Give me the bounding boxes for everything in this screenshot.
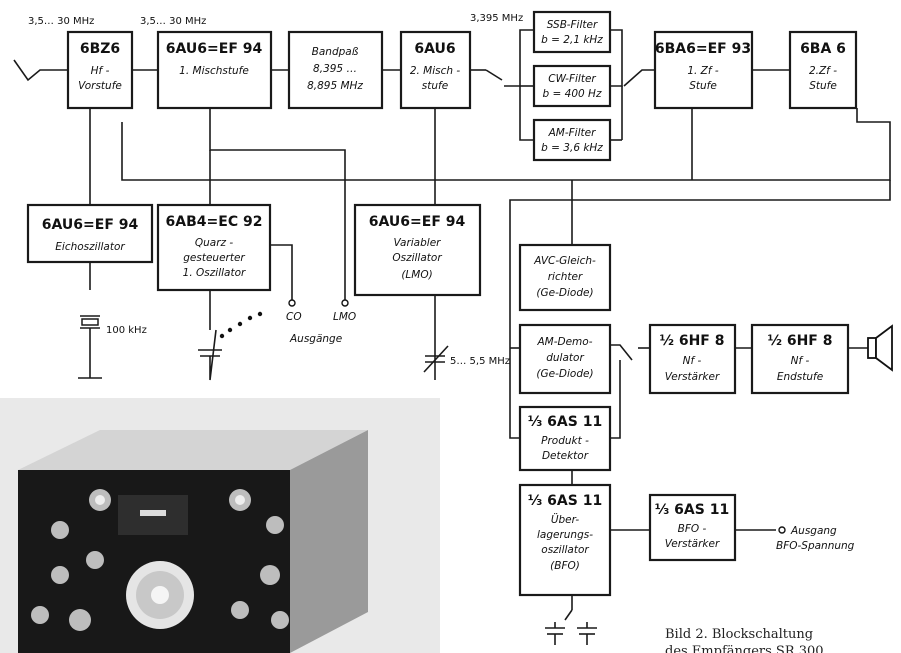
receiver-photo xyxy=(0,398,440,653)
svg-text:gesteuerter: gesteuerter xyxy=(183,252,245,264)
svg-text:b = 3,6 kHz: b = 3,6 kHz xyxy=(541,142,603,154)
bfo-output-label-2: BFO-Spannung xyxy=(776,540,855,552)
svg-text:BFO -: BFO - xyxy=(678,523,707,535)
lmo-output-label: LMO xyxy=(333,311,356,323)
block-product-det: ⅓ 6AS 11 Produkt - Detektor xyxy=(520,407,610,470)
block-bfo: ⅓ 6AS 11 Über- lagerungs- oszillator (BF… xyxy=(520,485,610,595)
svg-text:b = 2,1 kHz: b = 2,1 kHz xyxy=(541,34,603,46)
svg-text:1. Oszillator: 1. Oszillator xyxy=(183,267,246,279)
svg-text:Produkt -: Produkt - xyxy=(541,435,589,447)
svg-text:Endstufe: Endstufe xyxy=(777,371,823,383)
block-ssb-filter: SSB-Filter b = 2,1 kHz xyxy=(534,12,610,52)
block-crystal-osc: 6AB4=EC 92 Quarz - gesteuerter 1. Oszill… xyxy=(158,205,270,290)
svg-text:Verstärker: Verstärker xyxy=(665,538,720,550)
crystal-100k-label: 100 kHz xyxy=(106,325,147,336)
lmo-range-label: 5… 5,5 MHz xyxy=(450,356,510,367)
svg-text:6BA6=EF 93: 6BA6=EF 93 xyxy=(655,41,751,57)
block-bandpass: Bandpaß 8,395 … 8,895 MHz xyxy=(289,32,382,108)
svg-text:1. Mischstufe: 1. Mischstufe xyxy=(179,65,249,77)
block-mixer1: 6AU6=EF 94 1. Mischstufe xyxy=(158,32,271,108)
co-output-label: CO xyxy=(286,311,302,323)
svg-text:Nf -: Nf - xyxy=(791,355,810,367)
svg-text:CW-Filter: CW-Filter xyxy=(548,73,596,85)
bfo-output-label-1: Ausgang xyxy=(790,525,837,537)
svg-text:8,895 MHz: 8,895 MHz xyxy=(307,80,363,92)
svg-text:Hf -: Hf - xyxy=(91,65,110,77)
svg-text:richter: richter xyxy=(548,271,583,283)
block-mixer2: 6AU6 2. Misch - stufe xyxy=(401,32,470,108)
block-if2: 6BA 6 2.Zf - Stufe xyxy=(790,32,856,108)
block-vfo: 6AU6=EF 94 Variabler Oszillator (LMO) xyxy=(355,205,480,295)
svg-text:Variabler: Variabler xyxy=(394,237,442,249)
block-if1: 6BA6=EF 93 1. Zf - Stufe xyxy=(655,32,752,108)
svg-text:Über-: Über- xyxy=(551,513,580,526)
svg-text:6AU6=EF 94: 6AU6=EF 94 xyxy=(42,217,139,233)
svg-text:6BZ6: 6BZ6 xyxy=(80,41,120,57)
svg-text:Eichoszillator: Eichoszillator xyxy=(55,241,125,253)
svg-text:2.Zf -: 2.Zf - xyxy=(809,65,837,77)
svg-text:8,395 …: 8,395 … xyxy=(313,63,357,75)
svg-text:AM-Filter: AM-Filter xyxy=(548,127,596,139)
svg-text:Verstärker: Verstärker xyxy=(665,371,720,383)
svg-text:dulator: dulator xyxy=(546,352,584,364)
svg-text:lagerungs-: lagerungs- xyxy=(537,529,593,541)
svg-text:6AU6: 6AU6 xyxy=(414,41,455,57)
svg-text:Stufe: Stufe xyxy=(689,80,717,92)
svg-text:(LMO): (LMO) xyxy=(401,269,432,281)
crystal-100k-symbol xyxy=(78,316,102,378)
block-cw-filter: CW-Filter b = 400 Hz xyxy=(534,66,610,106)
svg-text:Vorstufe: Vorstufe xyxy=(78,80,122,92)
svg-text:½ 6HF 8: ½ 6HF 8 xyxy=(659,333,724,349)
block-rf-stage: 6BZ6 Hf - Vorstufe xyxy=(68,32,132,108)
block-avc: AVC-Gleich- richter (Ge-Diode) xyxy=(520,245,610,310)
outputs-label: Ausgänge xyxy=(289,333,342,345)
svg-text:(BFO): (BFO) xyxy=(550,560,580,572)
block-am-filter: AM-Filter b = 3,6 kHz xyxy=(534,120,610,160)
freq-label-if1: 3,395 MHz xyxy=(470,13,523,24)
variable-capacitor-symbol xyxy=(424,346,448,372)
svg-text:AVC-Gleich-: AVC-Gleich- xyxy=(533,255,596,267)
svg-text:Oszillator: Oszillator xyxy=(392,252,442,264)
svg-text:⅓ 6AS 11: ⅓ 6AS 11 xyxy=(655,502,729,518)
svg-text:stufe: stufe xyxy=(422,80,448,92)
svg-text:AM-Demo-: AM-Demo- xyxy=(536,336,592,348)
svg-text:Detektor: Detektor xyxy=(542,450,589,462)
svg-text:Stufe: Stufe xyxy=(809,80,837,92)
svg-text:oszillator: oszillator xyxy=(541,544,589,556)
svg-text:SSB-Filter: SSB-Filter xyxy=(547,19,598,31)
block-am-demod: AM-Demo- dulator (Ge-Diode) xyxy=(520,325,610,393)
svg-text:6BA 6: 6BA 6 xyxy=(800,41,846,57)
svg-text:⅓ 6AS 11: ⅓ 6AS 11 xyxy=(528,493,602,509)
block-bfo-amp: ⅓ 6AS 11 BFO - Verstärker xyxy=(650,495,735,560)
figure-caption-line1: Bild 2. Blockschaltung xyxy=(665,627,813,642)
svg-text:6AB4=EC 92: 6AB4=EC 92 xyxy=(166,214,263,230)
figure-caption-line2: des Empfängers SR 300 xyxy=(665,644,824,653)
block-cal-osc: 6AU6=EF 94 Eichoszillator xyxy=(28,205,152,262)
block-af-out: ½ 6HF 8 Nf - Endstufe xyxy=(752,325,848,393)
svg-text:6AU6=EF 94: 6AU6=EF 94 xyxy=(369,214,466,230)
svg-text:1. Zf -: 1. Zf - xyxy=(687,65,719,77)
bfo-switch-symbol xyxy=(545,610,597,645)
block-af-amp: ½ 6HF 8 Nf - Verstärker xyxy=(650,325,735,393)
svg-text:Bandpaß: Bandpaß xyxy=(312,46,359,58)
freq-label-mixer1: 3,5… 30 MHz xyxy=(140,16,206,27)
svg-text:Quarz -: Quarz - xyxy=(195,237,234,249)
svg-text:⅓ 6AS 11: ⅓ 6AS 11 xyxy=(528,414,602,430)
freq-label-input: 3,5… 30 MHz xyxy=(28,16,94,27)
svg-text:(Ge-Diode): (Ge-Diode) xyxy=(536,368,593,380)
svg-text:½ 6HF 8: ½ 6HF 8 xyxy=(767,333,832,349)
svg-text:b = 400 Hz: b = 400 Hz xyxy=(543,88,602,100)
svg-text:Nf -: Nf - xyxy=(683,355,702,367)
svg-text:(Ge-Diode): (Ge-Diode) xyxy=(536,287,593,299)
loudspeaker-icon xyxy=(868,326,892,370)
crystal-switch-symbol xyxy=(198,312,262,380)
svg-text:6AU6=EF 94: 6AU6=EF 94 xyxy=(166,41,263,57)
svg-text:2. Misch -: 2. Misch - xyxy=(410,65,461,77)
